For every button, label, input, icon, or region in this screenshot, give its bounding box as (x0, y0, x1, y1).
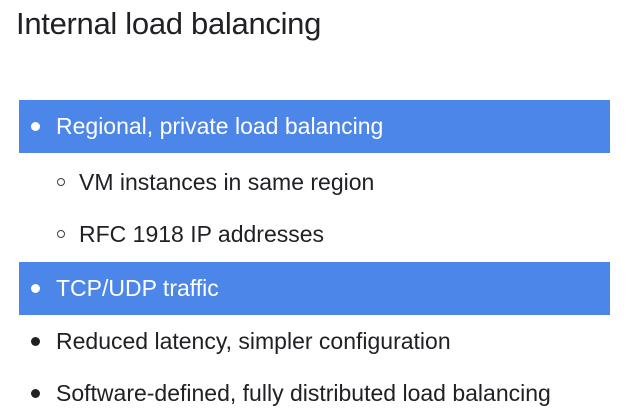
bullet-text: Software-defined, fully distributed load… (56, 379, 551, 406)
bullet-item-highlighted: TCP/UDP traffic (19, 262, 610, 315)
bullet-text: TCP/UDP traffic (56, 275, 219, 301)
bullet-dot-icon (31, 122, 40, 131)
bullet-dot-icon (31, 336, 40, 346)
slide-title: Internal load balancing (16, 6, 322, 41)
bullet-item: Reduced latency, simpler configuration (31, 321, 451, 361)
sub-bullet-item: RFC 1918 IP addresses (57, 214, 324, 254)
bullet-text: Reduced latency, simpler configuration (56, 327, 451, 354)
bullet-item-highlighted: Regional, private load balancing (19, 100, 610, 153)
sub-bullet-item: VM instances in same region (57, 162, 374, 202)
hollow-bullet-icon (57, 178, 65, 186)
bullet-item: Software-defined, fully distributed load… (31, 373, 551, 413)
sub-bullet-text: RFC 1918 IP addresses (79, 220, 325, 247)
sub-bullet-text: VM instances in same region (79, 168, 375, 195)
hollow-bullet-icon (57, 230, 65, 238)
bullet-text: Regional, private load balancing (56, 113, 384, 139)
bullet-dot-icon (31, 284, 40, 293)
bullet-dot-icon (31, 388, 40, 398)
